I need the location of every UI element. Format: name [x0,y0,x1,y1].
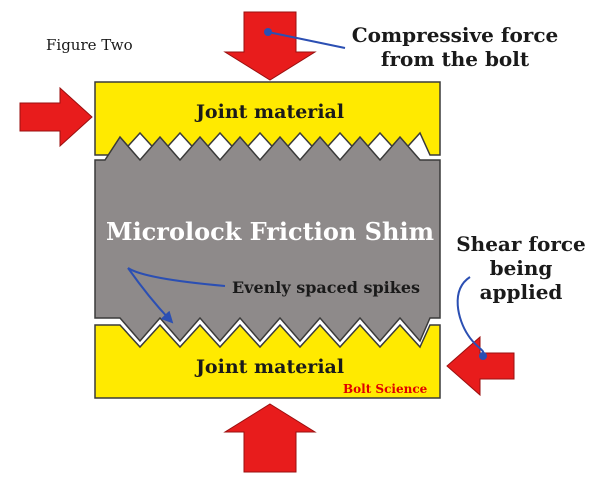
right-shear-arrow-icon [446,335,515,397]
shear-annotation-line1: Shear force [456,232,586,256]
spikes-pointer-arrow-icon [127,267,174,324]
spikes-annotation: Evenly spaced spikes [232,278,420,297]
shear-annotation-line2: being [490,256,553,280]
compressive-pointer-line [267,31,346,49]
compressive-pointer-dot [264,28,272,36]
left-shear-arrow-icon [19,86,93,148]
bolt-science-watermark: Bolt Science [343,382,428,396]
shear-pointer-line [456,276,485,356]
bottom-joint-block [94,323,441,399]
top-joint-label: Joint material [194,101,344,123]
bottom-compressive-arrow-icon [223,403,317,473]
friction-shim [94,135,441,343]
figure-label: Figure Two [46,36,133,54]
shim-label: Microlock Friction Shim [106,217,434,246]
bottom-joint-label: Joint material [194,356,344,378]
spikes-pointer-upper [127,267,226,287]
shear-pointer-dot [479,352,487,360]
shear-annotation-line3: applied [480,280,563,304]
top-compressive-arrow-icon [223,11,317,81]
compressive-annotation-line1: Compressive force [352,23,558,47]
compressive-annotation-line2: from the bolt [381,47,530,71]
